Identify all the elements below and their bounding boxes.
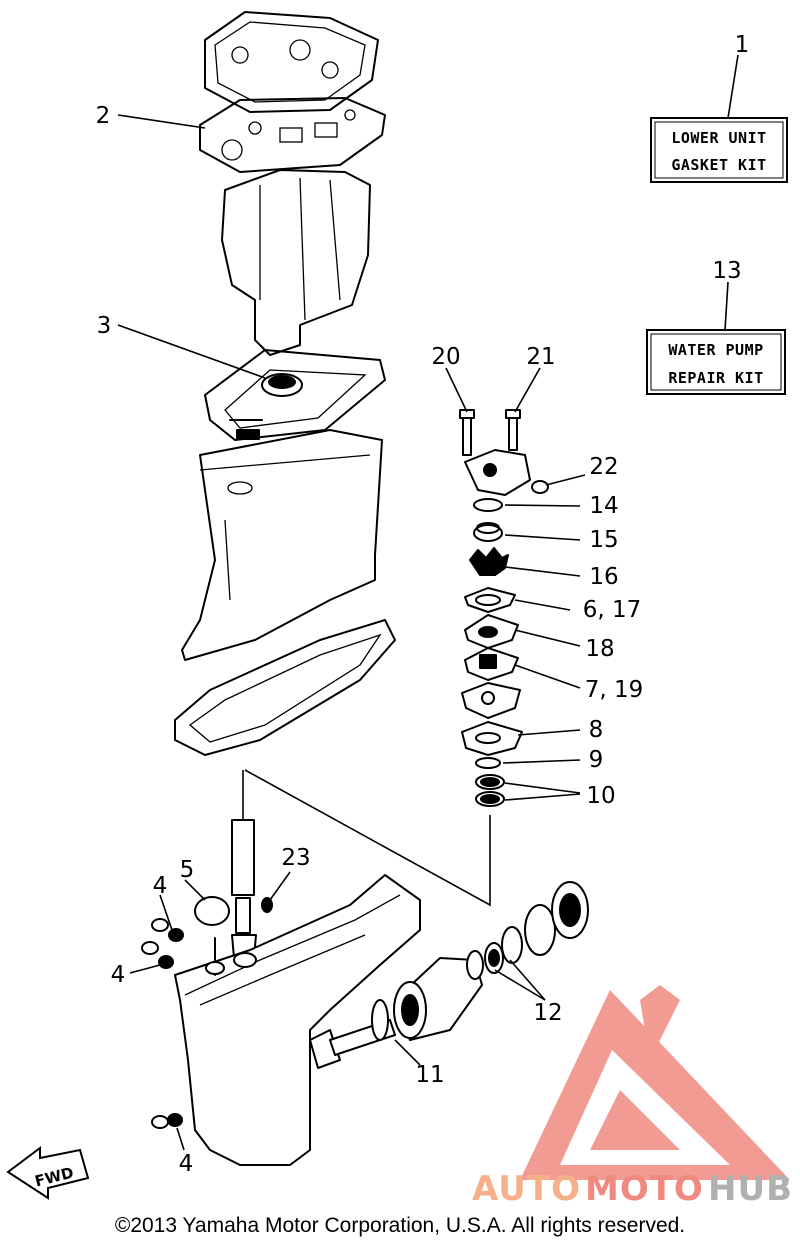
callout-3: 3 [97,313,112,339]
cowling-pan [174,619,396,756]
callout-4-mid: 4 [111,962,126,988]
upper-casing-gasket [204,349,386,441]
assembly-line-pump [244,769,491,907]
callout-12: 12 [533,1000,562,1026]
callout-2: 2 [96,103,111,129]
gasket-2 [199,97,386,173]
callout-4-bottom: 4 [179,1151,194,1177]
callout-6-17: 6, 17 [583,597,642,623]
callout-23: 23 [281,845,310,871]
water-pump-kit-line2: REPAIR KIT [668,369,763,387]
water-pump-repair-kit-box: WATER PUMP REPAIR KIT [646,329,786,395]
callout-11: 11 [415,1062,444,1088]
callout-20: 20 [431,344,460,370]
callout-22: 22 [589,454,618,480]
exhaust-guide-plate [204,11,379,113]
lower-unit-kit-line2: GASKET KIT [671,156,766,174]
upper-casing [181,429,383,661]
prop-shaft-housing [329,881,589,1056]
callout-5: 5 [180,857,195,883]
callout-18: 18 [585,636,614,662]
watermark-moto: MOTO [585,1169,704,1209]
callout-15: 15 [589,527,618,553]
lower-casing [174,874,421,1166]
leader-lines [117,54,739,1151]
callout-7-19: 7, 19 [585,677,644,703]
exhaust-tube [221,169,371,356]
callout-9: 9 [589,747,604,773]
callout-14: 14 [589,493,618,519]
copyright-notice: ©2013 Yamaha Motor Corporation, U.S.A. A… [114,1214,686,1237]
fwd-arrow: FWD [6,1146,90,1200]
drive-shaft [231,770,257,959]
lower-unit-gasket-kit-box: LOWER UNIT GASKET KIT [650,117,788,183]
callout-4-top: 4 [153,873,168,899]
water-pump-stack [459,409,549,807]
callout-numbers: 1 2 3 13 20 21 22 14 15 16 6, 17 18 7, 1… [96,32,750,1177]
bolts-and-washers [141,896,273,1129]
watermark-text: AUTO MOTO HUB [472,1169,793,1209]
lower-unit-kit-line1: LOWER UNIT [671,129,766,147]
callout-13: 13 [712,258,741,284]
water-pump-kit-line1: WATER PUMP [668,341,763,359]
watermark-auto: AUTO [472,1169,581,1209]
callout-8: 8 [589,717,604,743]
watermark-hub: HUB [708,1169,793,1209]
watermark-logo [520,985,790,1180]
callout-10: 10 [586,783,615,809]
callout-16: 16 [589,564,618,590]
callout-1: 1 [735,32,750,58]
callout-21: 21 [526,344,555,370]
oil-seal-3 [261,373,303,397]
